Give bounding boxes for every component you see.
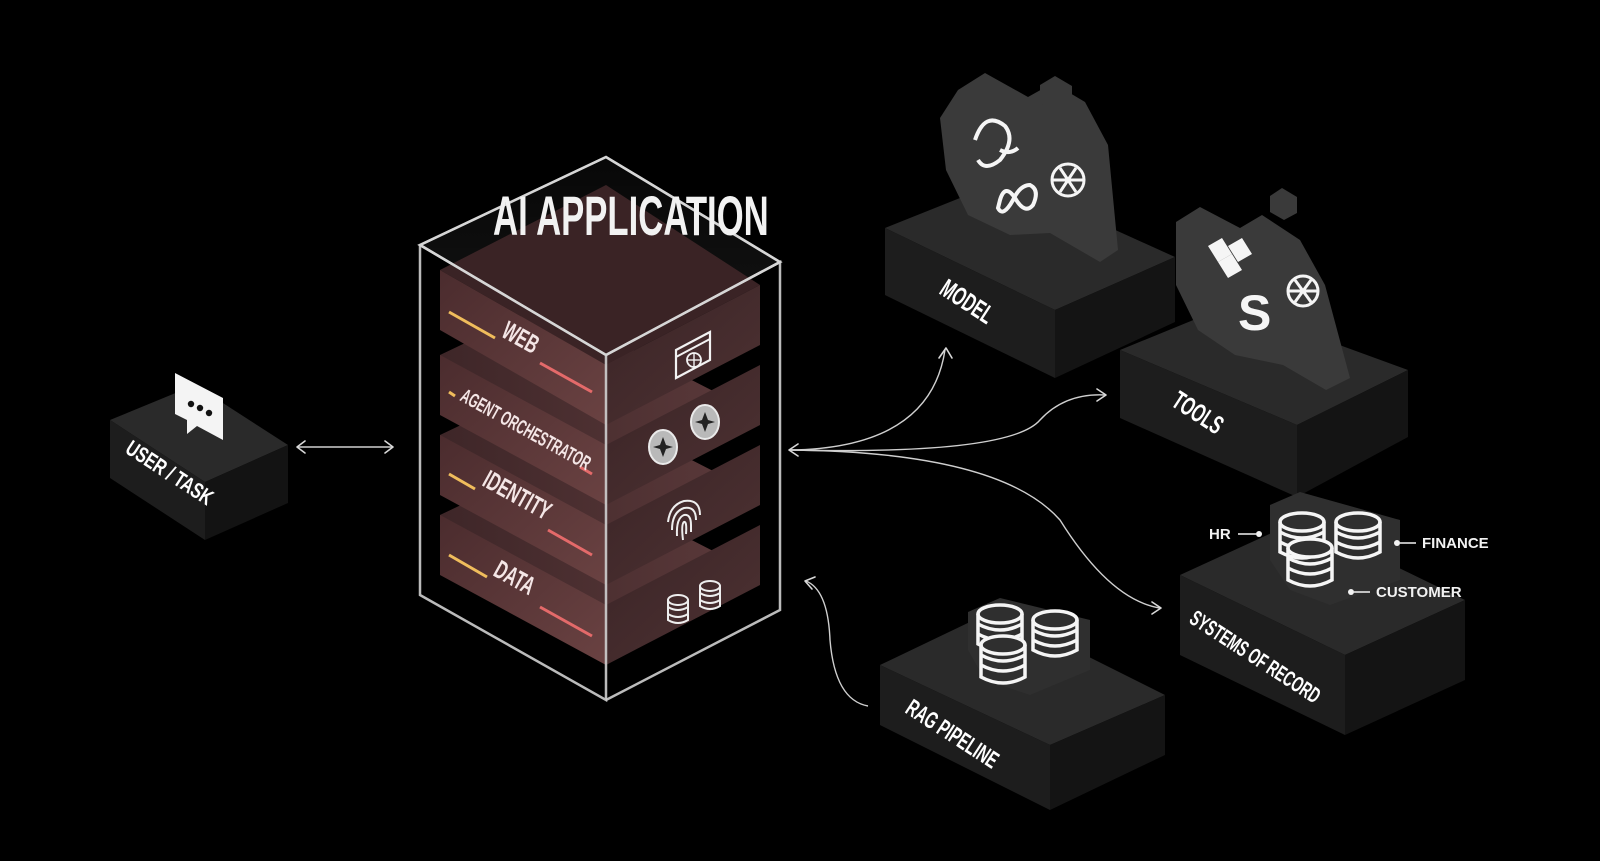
- browser-globe-icon: [674, 330, 712, 380]
- chat-bubble-icon: [175, 373, 223, 440]
- finance-tag-label: FINANCE: [1422, 535, 1489, 552]
- systems-of-record-block: HR FINANCE CUSTOMER SYSTEMS OF RECORD: [1180, 492, 1489, 735]
- ai-application-title: AI APPLICATION: [493, 185, 769, 248]
- rag-databases-icon: [968, 598, 1090, 695]
- model-providers-card: [940, 73, 1118, 262]
- tools-card: S: [1176, 188, 1350, 390]
- deepseek-whale-icon: [973, 118, 1020, 168]
- ai-application-cube: WEB AGENT ORCHESTRATOR IDENTITY DATA: [417, 155, 783, 703]
- model-block: MODEL: [885, 73, 1175, 378]
- meta-icon: [995, 182, 1038, 214]
- hr-tag: HR: [1209, 526, 1262, 543]
- user-app-connector: [296, 440, 394, 454]
- openai-tool-icon: [1286, 274, 1320, 308]
- app-connectors: [788, 347, 1162, 707]
- database-icons: [667, 580, 721, 624]
- hr-tag-label: HR: [1209, 526, 1231, 543]
- user-task-block: USER / TASK: [110, 373, 288, 540]
- customer-tag: CUSTOMER: [1348, 584, 1462, 601]
- flow-tool-icon: [1208, 238, 1252, 278]
- s-tool-icon: S: [1238, 285, 1271, 341]
- sparkle-agents-icon: [648, 404, 720, 465]
- tools-block: S TOOLS: [1120, 188, 1408, 497]
- finance-tag: FINANCE: [1394, 535, 1489, 552]
- layer-web: [440, 185, 760, 425]
- customer-tag-label: CUSTOMER: [1376, 584, 1462, 601]
- fingerprint-icon: [667, 499, 701, 541]
- rag-pipeline-block: RAG PIPELINE: [880, 598, 1165, 810]
- systems-databases-icon: [1270, 492, 1400, 605]
- openai-icon: [1050, 162, 1086, 198]
